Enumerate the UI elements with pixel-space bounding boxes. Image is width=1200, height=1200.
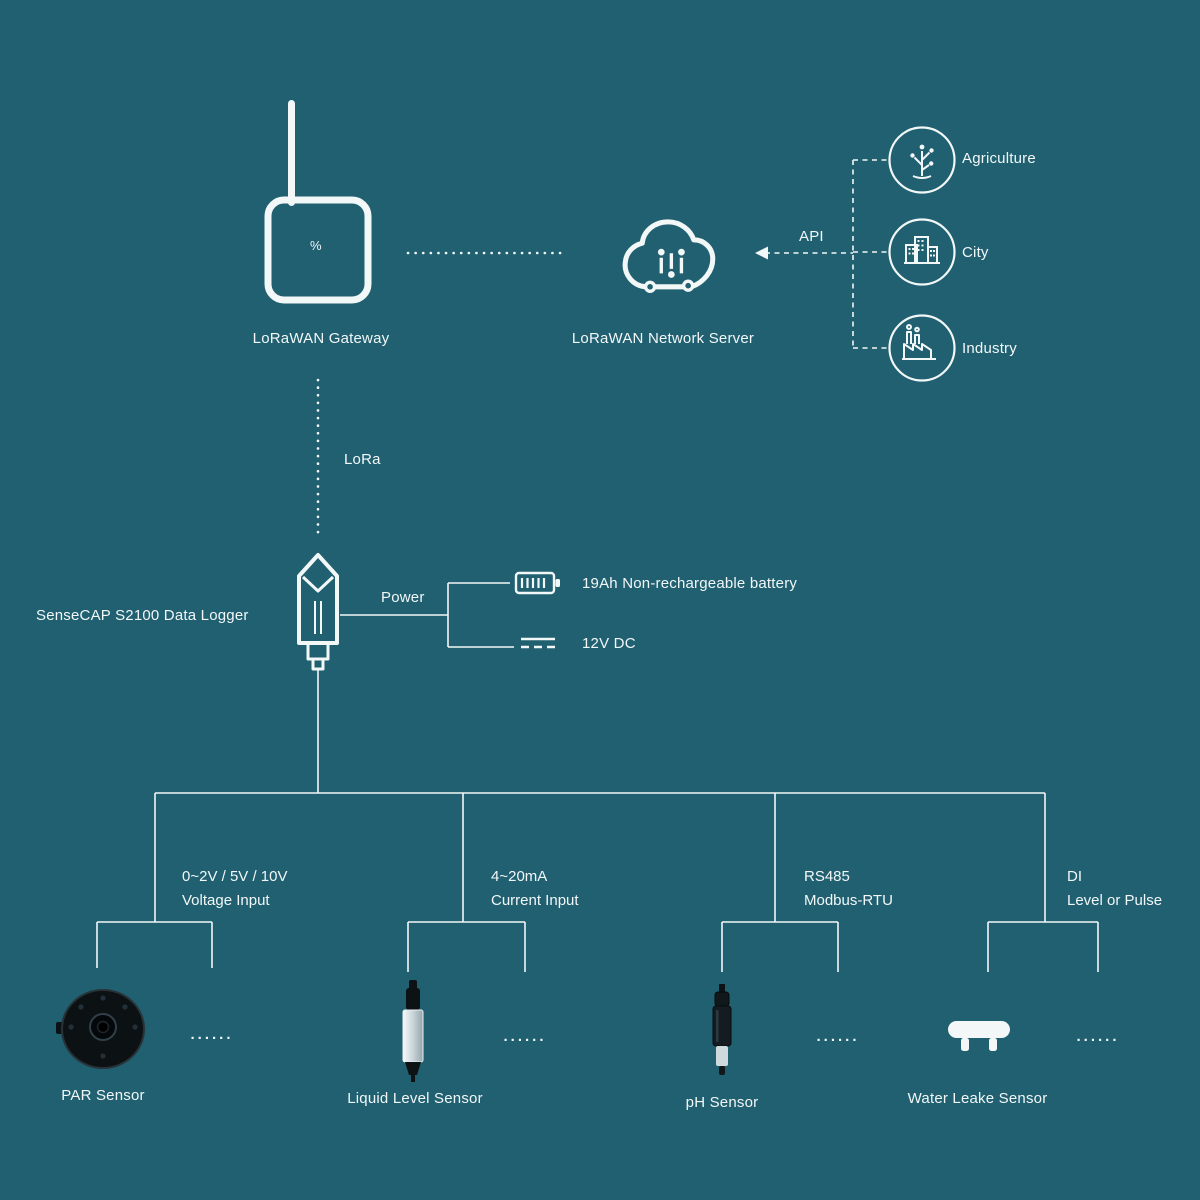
sensor-label-water-leak: Water Leake Sensor: [907, 1090, 1048, 1107]
sensor-label-liquid-level: Liquid Level Sensor: [347, 1090, 483, 1107]
par-sensor-icon: [56, 989, 145, 1069]
cloud-network-icon: [622, 219, 716, 293]
industry-icon: [888, 314, 956, 382]
city-icon: [888, 218, 956, 286]
branch-type-label: Current Input: [491, 892, 579, 909]
more-sensors-dots: ......: [816, 1028, 860, 1045]
branch-interface-label: 4~20mA: [491, 868, 548, 885]
branch-di: DI Level or Pulse: [1067, 865, 1162, 913]
application-label-agriculture: Agriculture: [962, 150, 1036, 167]
more-sensors-dots: ......: [190, 1026, 234, 1043]
sensor-label-par: PAR Sensor: [61, 1087, 145, 1104]
battery-icon: [514, 571, 560, 595]
ph-sensor-icon: [712, 984, 732, 1075]
lora-link-label: LoRa: [344, 451, 381, 468]
sensor-label-ph: pH Sensor: [685, 1094, 759, 1111]
network-server-label: LoRaWAN Network Server: [571, 330, 755, 347]
branch-interface-label: DI: [1067, 868, 1082, 885]
api-label: API: [799, 228, 824, 245]
dc-power-icon: [521, 637, 555, 649]
api-arrow-icon: [755, 246, 768, 260]
api-branch-dashed-lines: [765, 159, 887, 349]
agriculture-icon: [888, 126, 956, 194]
more-sensors-dots: ......: [1076, 1028, 1120, 1045]
branch-type-label: Voltage Input: [182, 892, 270, 909]
data-logger-icon: [297, 553, 339, 671]
dc-label: 12V DC: [582, 635, 636, 652]
lorawan-gateway-icon: %: [264, 100, 372, 304]
gateway-label: LoRaWAN Gateway: [252, 330, 390, 347]
more-sensors-dots: ......: [503, 1028, 547, 1045]
branch-type-label: Level or Pulse: [1067, 892, 1163, 909]
battery-label: 19Ah Non-rechargeable battery: [582, 575, 798, 592]
gateway-logo-icon: %: [310, 238, 322, 253]
branch-type-label: Modbus-RTU: [804, 892, 893, 909]
liquid-level-sensor-icon: [402, 980, 424, 1082]
branch-current-input: 4~20mA Current Input: [491, 865, 579, 913]
power-label: Power: [381, 589, 425, 606]
branch-voltage-input: 0~2V / 5V / 10V Voltage Input: [182, 865, 288, 913]
antenna-icon: [288, 100, 295, 206]
power-and-sensor-bus-lines: [96, 582, 1099, 972]
water-leak-sensor-icon: [948, 1021, 1010, 1051]
branch-interface-label: 0~2V / 5V / 10V: [182, 868, 288, 885]
branch-interface-label: RS485: [804, 868, 850, 885]
application-label-industry: Industry: [962, 340, 1017, 357]
data-logger-label: SenseCAP S2100 Data Logger: [36, 607, 249, 624]
application-label-city: City: [962, 244, 989, 261]
branch-rs485: RS485 Modbus-RTU: [804, 865, 893, 913]
